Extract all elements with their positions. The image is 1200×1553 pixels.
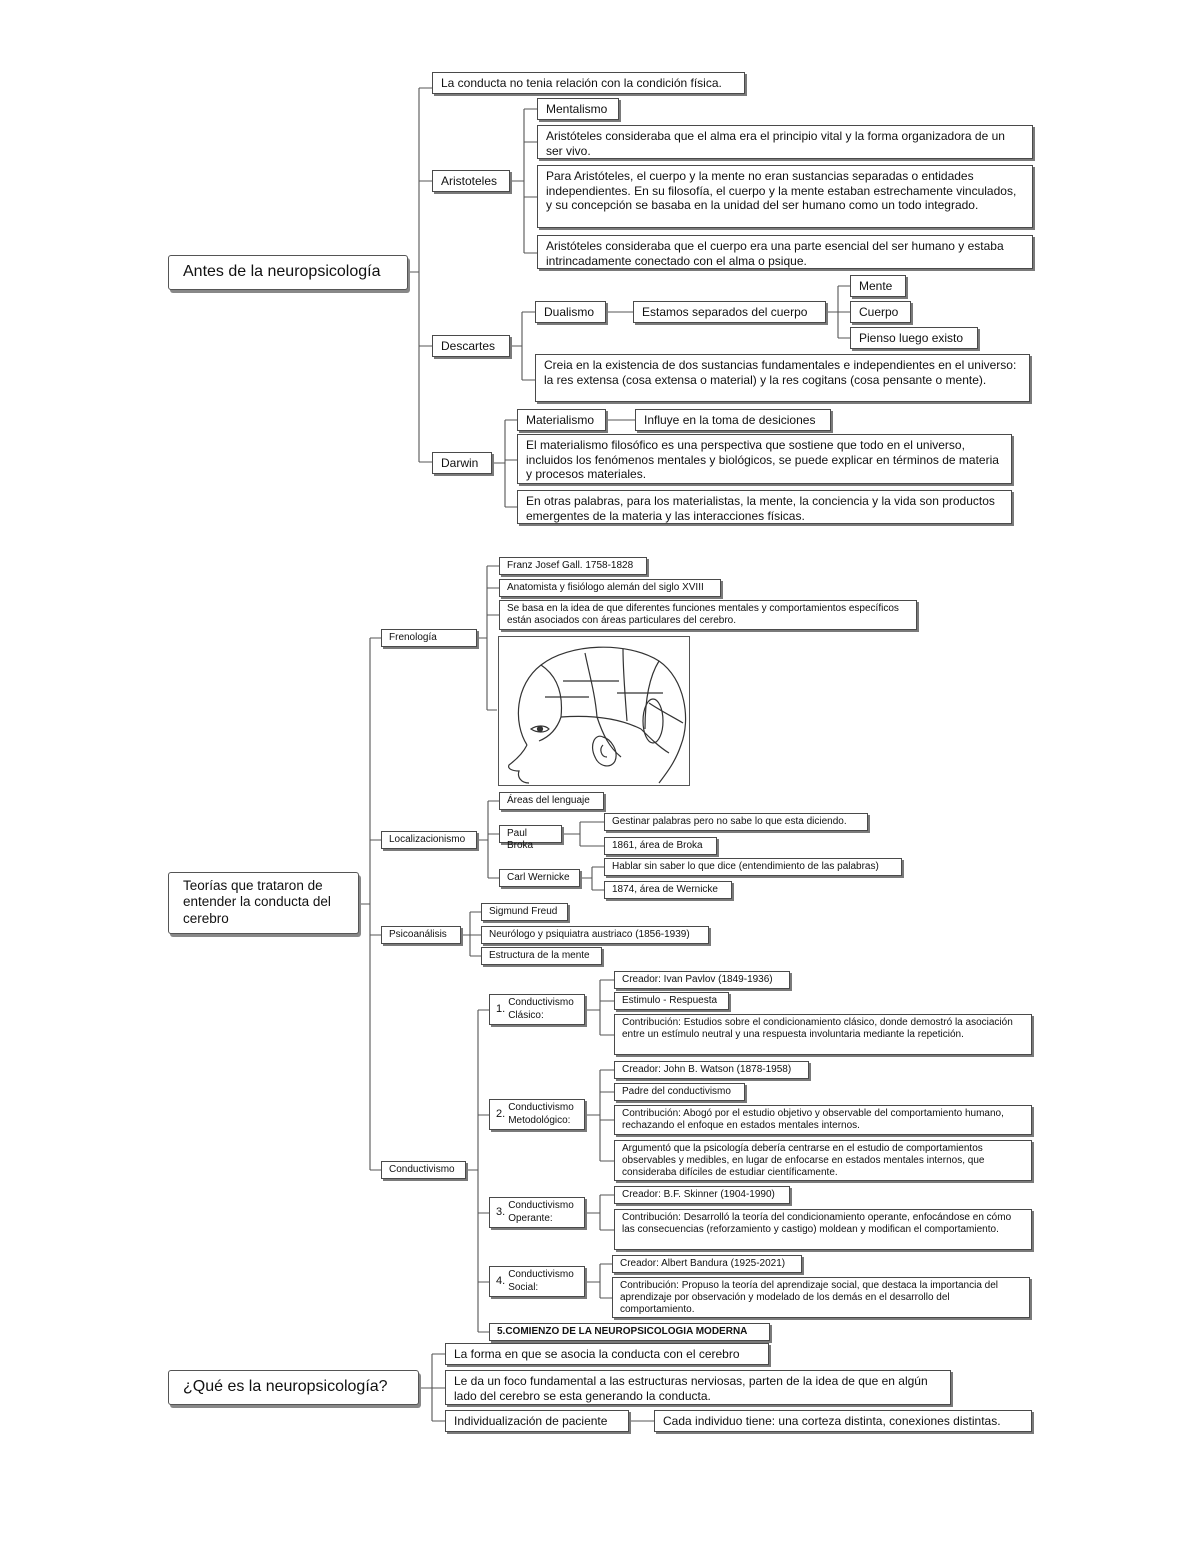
root-antes[interactable]: Antes de la neuropsicología	[168, 255, 408, 290]
num-3: 3.	[496, 1205, 506, 1218]
node-padre-conductivismo[interactable]: Padre del conductivismo	[614, 1083, 745, 1101]
label-operante: Conductivismo Operante:	[508, 1200, 574, 1224]
node-neurologo[interactable]: Neurólogo y psiquiatra austriaco (1856-1…	[481, 926, 709, 944]
node-conductivismo-metodologico[interactable]: 2. Conductivismo Metodológico:	[489, 1099, 585, 1130]
node-bandura-contribucion[interactable]: Contribución: Propuso la teoría del apre…	[612, 1277, 1030, 1318]
node-watson-argumento[interactable]: Argumentó que la psicología debería cent…	[614, 1140, 1032, 1181]
node-frenologia-idea[interactable]: Se basa en la idea de que diferentes fun…	[499, 600, 917, 630]
node-bandura[interactable]: Creador: Albert Bandura (1925-2021)	[612, 1255, 802, 1273]
node-materialismo-filosofico[interactable]: El materialismo filosófico es una perspe…	[517, 434, 1012, 484]
node-psicoanalisis[interactable]: Psicoanálisis	[381, 926, 461, 944]
node-skinner-contribucion[interactable]: Contribución: Desarrolló la teoría del c…	[614, 1209, 1032, 1250]
node-materialistas-mente[interactable]: En otras palabras, para los materialista…	[517, 490, 1012, 524]
node-aristoteles-unidad[interactable]: Para Aristóteles, el cuerpo y la mente n…	[537, 165, 1033, 228]
num-4: 4.	[496, 1274, 506, 1287]
node-broka-gestinar[interactable]: Gestinar palabras pero no sabe lo que es…	[604, 813, 868, 831]
node-skinner[interactable]: Creador: B.F. Skinner (1904-1990)	[614, 1186, 790, 1204]
num-1: 1.	[496, 1002, 506, 1015]
node-darwin[interactable]: Darwin	[432, 452, 492, 474]
node-materialismo[interactable]: Materialismo	[517, 409, 606, 431]
node-mentalismo[interactable]: Mentalismo	[537, 98, 619, 120]
node-mente[interactable]: Mente	[850, 275, 906, 297]
node-wernicke-hablar[interactable]: Hablar sin saber lo que dice (entendimie…	[604, 858, 902, 876]
node-estamos-separados[interactable]: Estamos separados del cuerpo	[633, 301, 826, 323]
node-pavlov[interactable]: Creador: Ivan Pavlov (1849-1936)	[614, 971, 790, 989]
label-clasico: Conductivismo Clásico:	[508, 997, 574, 1021]
node-aristoteles-cuerpo[interactable]: Aristóteles consideraba que el cuerpo er…	[537, 235, 1033, 269]
node-watson-contribucion[interactable]: Contribución: Abogó por el estudio objet…	[614, 1105, 1032, 1135]
phrenology-head-image	[498, 636, 690, 786]
node-carl-wernicke[interactable]: Carl Wernicke	[499, 869, 580, 887]
node-aristoteles[interactable]: Aristoteles	[432, 170, 510, 192]
node-individualizacion[interactable]: Individualización de paciente	[445, 1410, 629, 1432]
node-conductivismo-clasico[interactable]: 1. Conductivismo Clásico:	[489, 994, 585, 1025]
node-foco-estructuras[interactable]: Le da un foco fundamental a las estructu…	[445, 1370, 951, 1405]
node-broka-1861[interactable]: 1861, área de Broka	[604, 837, 717, 855]
node-areas-lenguaje[interactable]: Áreas del lenguaje	[499, 792, 604, 810]
node-dualismo[interactable]: Dualismo	[535, 301, 606, 323]
num-2: 2.	[496, 1107, 506, 1120]
node-wernicke-1874[interactable]: 1874, área de Wernicke	[604, 881, 732, 899]
node-conductivismo-social[interactable]: 4. Conductivismo Social:	[489, 1266, 585, 1297]
node-aristoteles-alma[interactable]: Aristóteles consideraba que el alma era …	[537, 125, 1033, 159]
node-paul-broka[interactable]: Paul Broka	[499, 825, 562, 851]
node-cuerpo[interactable]: Cuerpo	[850, 301, 911, 323]
node-watson[interactable]: Creador: John B. Watson (1878-1958)	[614, 1061, 809, 1079]
node-comienzo-neuropsicologia[interactable]: 5.COMIENZO DE LA NEUROPSICOLOGIA MODERNA	[489, 1323, 770, 1341]
node-descartes[interactable]: Descartes	[432, 335, 510, 357]
node-influye-decisiones[interactable]: Influye en la toma de desiciones	[635, 409, 831, 431]
node-conductivismo-operante[interactable]: 3. Conductivismo Operante:	[489, 1197, 585, 1228]
root-que-es[interactable]: ¿Qué es la neuropsicología?	[168, 1370, 419, 1405]
node-conductivismo[interactable]: Conductivismo	[381, 1161, 466, 1179]
root-teorias[interactable]: Teorías que trataron de entender la cond…	[168, 872, 359, 934]
node-individuo-corteza[interactable]: Cada individuo tiene: una corteza distin…	[654, 1410, 1032, 1432]
node-gall[interactable]: Franz Josef Gall. 1758-1828	[499, 557, 647, 575]
node-anatomista[interactable]: Anatomista y fisiólogo alemán del siglo …	[499, 579, 721, 597]
node-pienso-luego-existo[interactable]: Pienso luego existo	[850, 327, 978, 349]
node-forma-asocia[interactable]: La forma en que se asocia la conducta co…	[445, 1343, 769, 1365]
label-social: Conductivismo Social:	[508, 1269, 574, 1293]
node-sigmund-freud[interactable]: Sigmund Freud	[481, 903, 568, 921]
node-frenologia[interactable]: Frenología	[381, 629, 477, 647]
node-estructura-mente[interactable]: Estructura de la mente	[481, 947, 602, 965]
node-descartes-sustancias[interactable]: Creia en la existencia de dos sustancias…	[535, 354, 1030, 402]
node-pavlov-contribucion[interactable]: Contribución: Estudios sobre el condicio…	[614, 1014, 1032, 1055]
node-estimulo-respuesta[interactable]: Estimulo - Respuesta	[614, 992, 729, 1010]
node-conducta-fisica[interactable]: La conducta no tenia relación con la con…	[432, 72, 745, 94]
node-localizacionismo[interactable]: Localizacionismo	[381, 831, 477, 849]
label-metodologico: Conductivismo Metodológico:	[508, 1102, 574, 1126]
